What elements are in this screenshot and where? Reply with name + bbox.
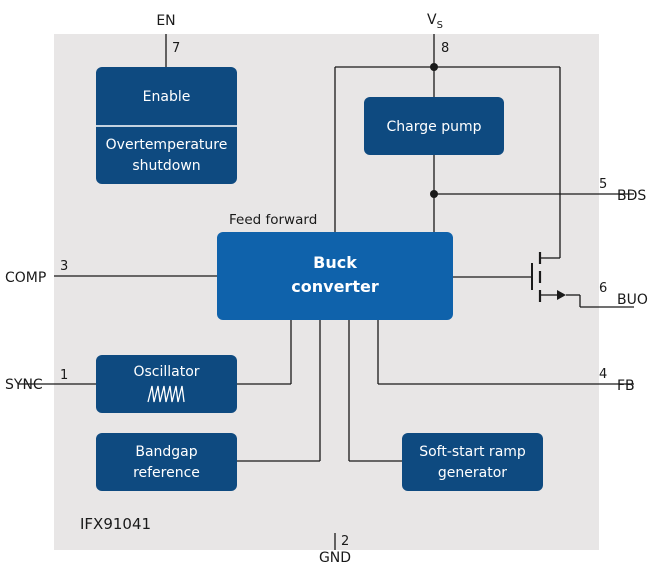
junction-dot-vs: [430, 63, 438, 71]
sawtooth-icon: [147, 385, 185, 403]
oscillator-label: Oscillator: [133, 364, 199, 380]
pin-label-buo: BUO: [617, 292, 648, 308]
buck-converter-block: Buck converter: [217, 232, 453, 320]
bandgap-label-line1: Bandgap: [135, 444, 197, 460]
pin-label-vs-main: V: [427, 12, 437, 28]
overtemp-label-line2: shutdown: [132, 158, 200, 174]
pin-number-buo: 6: [599, 281, 607, 296]
buck-label-line1: Buck: [313, 253, 357, 272]
pin-number-bds: 5: [599, 177, 607, 192]
pin-number-fb: 4: [599, 367, 607, 382]
chip-name: IFX91041: [80, 515, 151, 533]
pin-number-comp: 3: [60, 259, 68, 274]
pin-label-vs: VS: [427, 12, 443, 31]
pin-number-vs: 8: [441, 41, 449, 56]
pin-label-vs-subscript: S: [437, 20, 443, 31]
pin-number-sync: 1: [60, 368, 68, 383]
pin-number-en: 7: [172, 41, 180, 56]
soft-start-label-line2: generator: [438, 465, 507, 481]
pin-label-sync: SYNC: [5, 377, 43, 393]
pin-label-fb: FB: [617, 378, 635, 394]
feed-forward-label: Feed forward: [229, 212, 317, 228]
overtemp-label-line1: Overtemperature: [106, 137, 228, 153]
junction-dot-bds: [430, 190, 438, 198]
bandgap-block: Bandgap reference: [96, 433, 237, 491]
buck-label-line2: converter: [291, 277, 379, 296]
pin-label-gnd: GND: [319, 550, 351, 566]
enable-label: Enable: [143, 89, 191, 105]
wires: [18, 34, 634, 550]
pin-label-bds: BDS: [617, 188, 646, 204]
oscillator-block: Oscillator: [96, 355, 237, 413]
soft-start-label-line1: Soft-start ramp: [419, 444, 526, 460]
soft-start-block: Soft-start ramp generator: [402, 433, 543, 491]
enable-overtemp-block: Enable Overtemperature shutdown: [96, 67, 237, 184]
mosfet-icon: [531, 252, 566, 302]
bandgap-label-line2: reference: [133, 465, 200, 481]
pin-label-comp: COMP: [5, 270, 46, 286]
charge-pump-block: Charge pump: [364, 97, 504, 155]
pin-label-en: EN: [156, 13, 175, 29]
pin-number-gnd: 2: [341, 534, 349, 549]
charge-pump-label: Charge pump: [387, 119, 482, 135]
